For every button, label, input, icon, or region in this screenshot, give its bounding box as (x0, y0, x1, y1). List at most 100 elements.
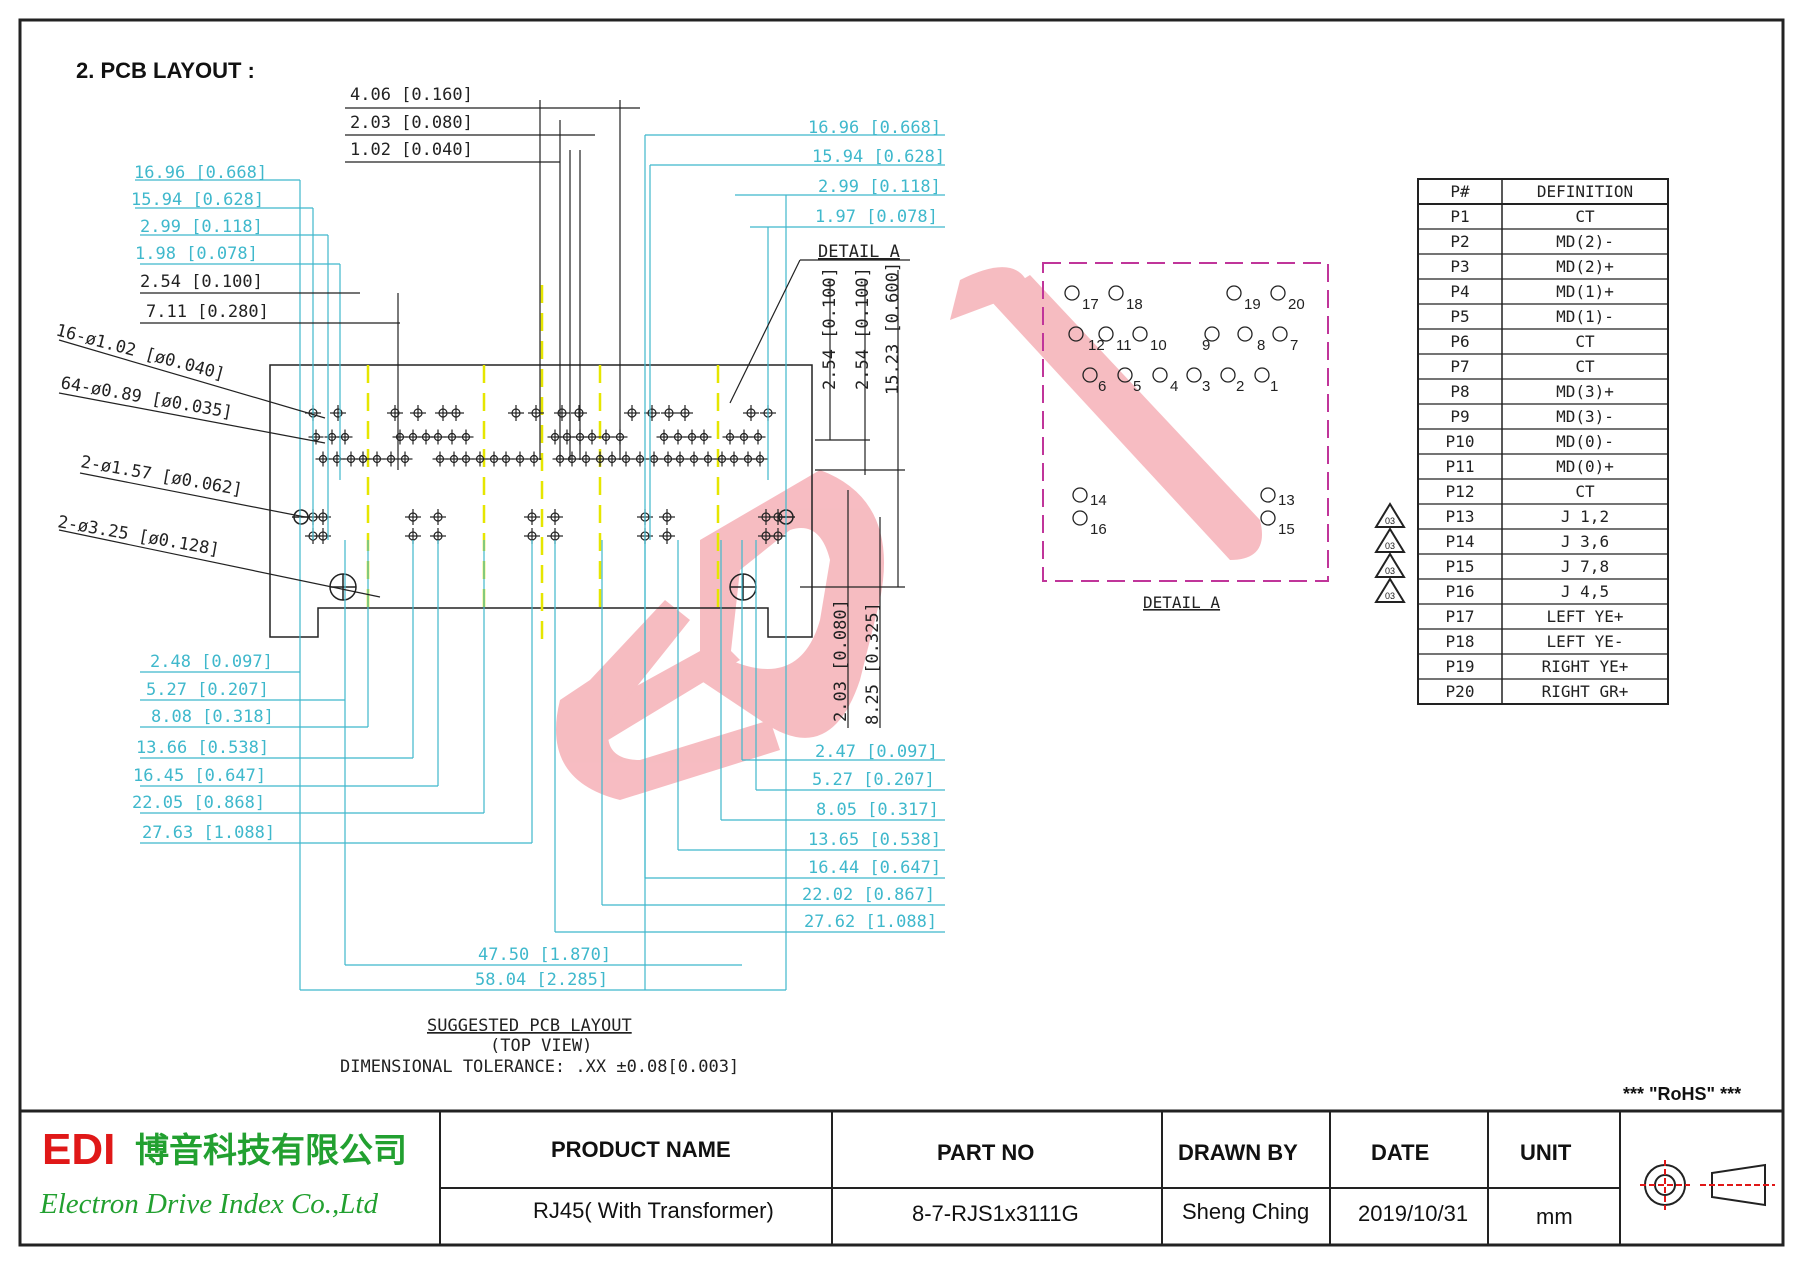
top-dim-label: 4.06 [0.160] (350, 85, 473, 105)
detail-pin-number: 14 (1090, 492, 1107, 509)
hole-callout: 2-ø3.25 [ø0.128] (56, 512, 221, 560)
table-cell-definition: CT (1575, 482, 1595, 501)
table-cell-pin: P6 (1450, 332, 1469, 351)
right-bottom-dim-label: 8.05 [0.317] (816, 800, 939, 820)
logo-letters: EDI (42, 1125, 115, 1174)
right-bottom-dim-label: 27.62 [1.088] (804, 912, 937, 932)
table-header-pin: P# (1450, 182, 1470, 201)
left-bottom-dim-label: 22.05 [0.868] (132, 793, 265, 813)
warning-triangle-icon: 03 (1374, 527, 1406, 553)
table-cell-pin: P1 (1450, 207, 1469, 226)
detail-pin-hole (1204, 326, 1220, 342)
section-title: 2. PCB LAYOUT : (76, 58, 255, 83)
pcb-outline (269, 364, 813, 638)
detail-pin-hole (1186, 367, 1202, 383)
detail-pin-hole (1226, 285, 1242, 301)
table-cell-pin: P15 (1446, 557, 1475, 576)
detail-a-label: DETAIL A (818, 242, 900, 262)
header-drawn-by: DRAWN BY (1178, 1140, 1298, 1165)
warning-marker-label: 03 (1385, 566, 1395, 576)
table-cell-definition: MD(2)- (1556, 232, 1614, 251)
table-cell-definition: J 1,2 (1561, 507, 1609, 526)
caption-view: (TOP VIEW) (490, 1036, 592, 1056)
detail-pin-hole (1117, 367, 1133, 383)
table-cell-definition: RIGHT YE+ (1542, 657, 1629, 676)
detail-pin-hole (1072, 487, 1088, 503)
detail-a-caption: DETAIL A (1143, 593, 1220, 612)
value-product-name: RJ45( With Transformer) (533, 1198, 774, 1223)
left-bottom-dim-label: 27.63 [1.088] (142, 823, 275, 843)
left-dim-label: 16.96 [0.668] (134, 163, 267, 183)
right-bottom-dim-label: 2.47 [0.097] (815, 742, 938, 762)
table-cell-definition: MD(0)+ (1556, 457, 1614, 476)
right-dim-label: 15.94 [0.628] (812, 147, 945, 167)
left-bottom-dim-label: 2.48 [0.097] (150, 652, 273, 672)
left-bottom-dim-label: 16.45 [0.647] (133, 766, 266, 786)
hole-callout: 2-ø1.57 [ø0.062] (79, 452, 244, 500)
table-cell-definition: RIGHT GR+ (1542, 682, 1629, 701)
projection-symbol-icon (1640, 1160, 1775, 1210)
detail-pin-number: 12 (1088, 337, 1105, 354)
table-cell-definition: MD(3)- (1556, 407, 1614, 426)
left-bottom-dim-label: 5.27 [0.207] (146, 680, 269, 700)
warning-triangle-icon: 03 (1374, 577, 1406, 603)
table-cell-pin: P14 (1446, 532, 1475, 551)
table-cell-definition: J 4,5 (1561, 582, 1609, 601)
detail-pin-hole (1260, 487, 1276, 503)
detail-pin-number: 8 (1257, 337, 1265, 354)
detail-pin-hole (1068, 326, 1084, 342)
rohs-note: *** "RoHS" *** (1623, 1084, 1741, 1104)
table-cell-pin: P5 (1450, 307, 1469, 326)
value-unit: mm (1536, 1204, 1573, 1229)
hole-pattern (305, 405, 786, 544)
table-cell-pin: P10 (1446, 432, 1475, 451)
header-unit: UNIT (1520, 1140, 1572, 1165)
detail-pin-hole (1254, 367, 1270, 383)
table-cell-definition: J 7,8 (1561, 557, 1609, 576)
left-dim-label: 2.54 [0.100] (140, 272, 263, 292)
detail-pin-number: 16 (1090, 521, 1107, 538)
table-cell-pin: P13 (1446, 507, 1475, 526)
title-block: EDI 博音科技有限公司 Electron Drive Index Co.,Lt… (20, 1109, 1783, 1245)
table-cell-definition: CT (1575, 357, 1595, 376)
right-bottom-dim-label: 22.02 [0.867] (802, 885, 935, 905)
table-cell-pin: P16 (1446, 582, 1475, 601)
header-product-name: PRODUCT NAME (551, 1137, 731, 1162)
warning-triangle-icon: 03 (1374, 552, 1406, 578)
black-dim-lines (58, 100, 910, 728)
table-cell-pin: P11 (1446, 457, 1475, 476)
detail-pin-number: 6 (1098, 378, 1106, 395)
value-part-no: 8-7-RJS1x3111G (912, 1201, 1079, 1226)
extension-lines (135, 134, 945, 991)
table-cell-definition: J 3,6 (1561, 532, 1609, 551)
overall-dim-label: 58.04 [2.285] (475, 970, 608, 990)
detail-pin-hole (1272, 326, 1288, 342)
detail-pin-number: 17 (1082, 296, 1099, 313)
detail-pin-hole (1072, 510, 1088, 526)
table-cell-definition: LEFT YE- (1546, 632, 1623, 651)
detail-pin-hole (1132, 326, 1148, 342)
warning-triangle-icon: 03 (1374, 502, 1406, 528)
detail-pin-number: 4 (1170, 378, 1178, 395)
warning-marker-label: 03 (1385, 516, 1395, 526)
detail-pin-number: 5 (1133, 378, 1141, 395)
vertical-dim-label: 2.54 [0.100] (820, 267, 840, 390)
right-bottom-dim-label: 5.27 [0.207] (812, 770, 935, 790)
caption-title: SUGGESTED PCB LAYOUT (427, 1016, 632, 1036)
table-cell-definition: MD(1)- (1556, 307, 1614, 326)
detail-pin-number: 11 (1116, 337, 1132, 354)
left-dim-label: 15.94 [0.628] (131, 190, 264, 210)
right-bottom-dim-label: 16.44 [0.647] (808, 858, 941, 878)
warning-marker-label: 03 (1385, 541, 1395, 551)
table-cell-definition: MD(3)+ (1556, 382, 1614, 401)
right-bottom-dim-label: 13.65 [0.538] (808, 830, 941, 850)
table-cell-definition: MD(0)- (1556, 432, 1614, 451)
hole-callout: 16-ø1.02 [ø0.040] (54, 321, 227, 385)
centerlines (366, 285, 720, 640)
left-dim-label: 2.99 [0.118] (140, 217, 263, 237)
detail-pin-number: 15 (1278, 521, 1295, 538)
table-cell-definition: MD(2)+ (1556, 257, 1614, 276)
